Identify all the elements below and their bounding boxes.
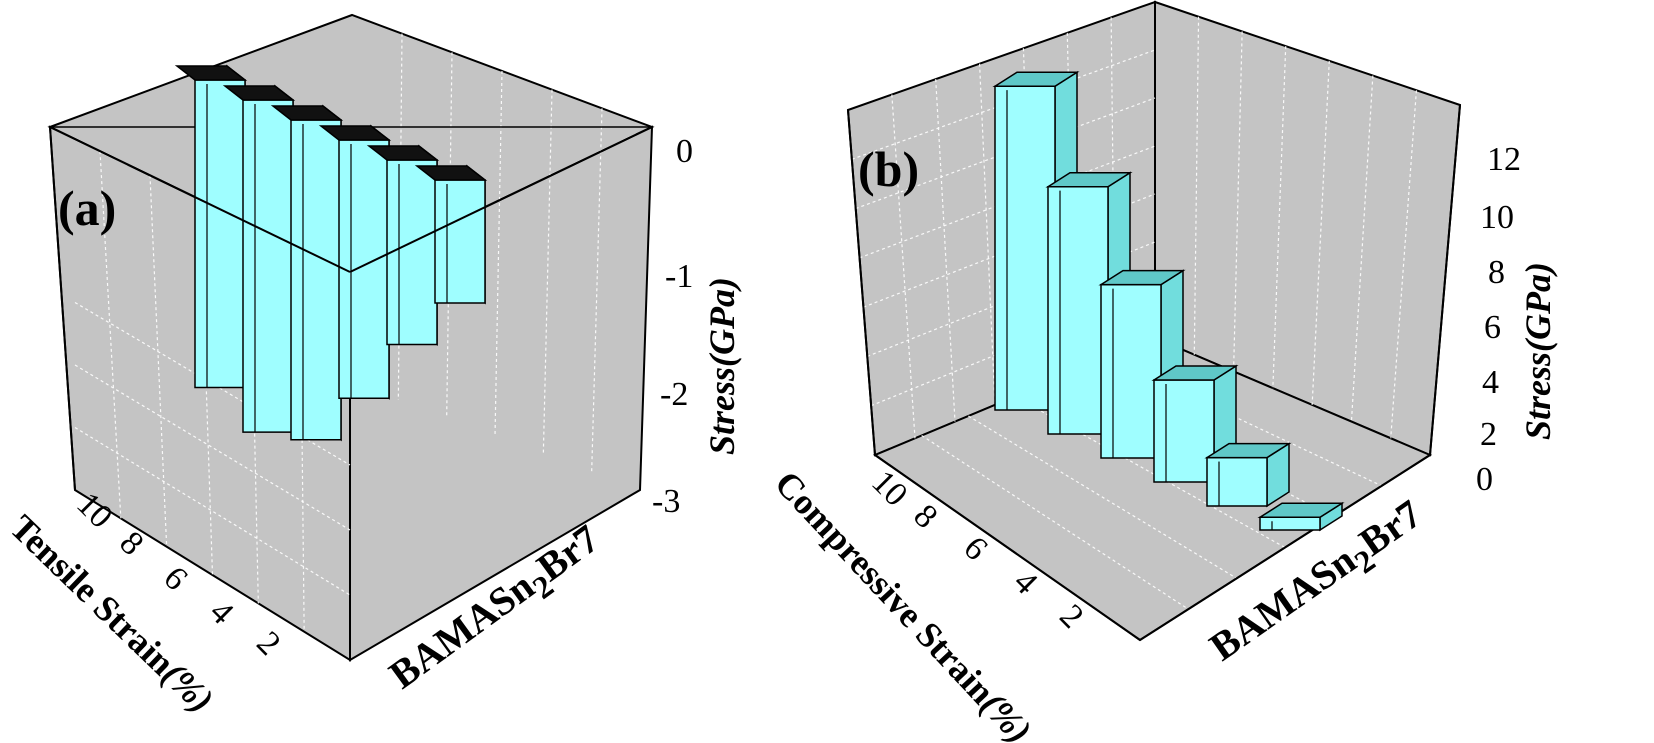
chart-a-grid-line	[397, 33, 403, 401]
chart-b-left-edge	[847, 109, 876, 456]
chart-b-grid-line	[921, 434, 1189, 610]
chart-b-bar-top	[1045, 171, 1133, 188]
chart-a-grid-line	[494, 70, 503, 437]
chart-a-bar-top	[318, 125, 392, 141]
chart-b-grid-line	[855, 97, 1156, 210]
chart-a-zero-plane-right	[349, 126, 653, 273]
chart-a-bar	[270, 104, 344, 442]
chart-b-bar-top	[1204, 442, 1292, 459]
chart-a-x-tick: 4	[202, 593, 240, 631]
chart-a-grid-line	[99, 151, 122, 519]
chart-b-grid-line	[1390, 90, 1418, 439]
chart-b-z-tick: 8	[1488, 254, 1505, 291]
chart-b-z-tick: 6	[1484, 309, 1501, 346]
chart-a-bar-front	[290, 119, 342, 441]
chart-a-x-tick: 6	[156, 559, 194, 597]
chart-b-bar	[1204, 442, 1292, 508]
chart-a-grid-line	[591, 108, 603, 473]
chart-b: (b) 12 10 8 6 4 2 0 Stress(GPa) 10 8 6 4…	[767, 0, 1558, 743]
chart-b-z-axis-label: Stress(GPa)	[1518, 262, 1558, 440]
chart-b-bar-front	[994, 85, 1056, 411]
chart-a-z-tick: 0	[676, 133, 693, 170]
chart-b-bar-front	[1259, 516, 1321, 531]
chart-b-z-tick: 12	[1487, 141, 1521, 178]
chart-a-z-tick: -1	[665, 258, 693, 295]
chart-b-bar-top	[992, 71, 1080, 87]
chart-b-z-tick: 0	[1476, 461, 1493, 498]
chart-a: (a) 0 -1 -2 -3 Stress(GPa) 10 8 6 4 2 Te…	[2, 13, 742, 720]
chart-a-z-axis-label: Stress(GPa)	[702, 277, 742, 455]
chart-a-bar-top	[222, 85, 296, 101]
chart-a-zero-plane-front	[49, 126, 351, 273]
chart-b-bar-front	[1206, 456, 1268, 507]
chart-a-x-tick: 2	[249, 624, 287, 662]
chart-a-z-tick: -2	[660, 376, 688, 413]
chart-b-grid-line	[1350, 75, 1374, 422]
chart-a-bar-top	[366, 145, 440, 161]
chart-a-bar-front	[194, 79, 246, 389]
chart-b-bar-front	[1100, 283, 1162, 459]
chart-b-grid-line	[1232, 31, 1243, 372]
chart-a-bar-front	[386, 159, 438, 346]
chart-a-z-tick: -3	[652, 483, 680, 520]
chart-a-grid-line	[299, 247, 305, 632]
chart-b-x-tick: 2	[1052, 597, 1090, 635]
chart-b-floor-front-right	[1139, 454, 1431, 641]
chart-b-z-tick: 4	[1482, 364, 1499, 401]
chart-a-bar-front	[338, 139, 390, 400]
chart-b-x-tick: 4	[1006, 563, 1044, 601]
chart-a-bars	[174, 64, 488, 442]
chart-a-panel-label: (a)	[58, 180, 116, 236]
chart-a-z-ticks: 0 -1 -2 -3	[652, 133, 693, 520]
chart-a-bar	[174, 64, 248, 390]
chart-b-grid-line	[968, 415, 1237, 579]
chart-b-right-edge	[1429, 104, 1461, 456]
chart-a-x-tick: 8	[112, 524, 150, 562]
chart-b-bar-front	[1047, 185, 1109, 435]
chart-b-bars	[992, 70, 1345, 532]
chart-b-grid-line	[1193, 16, 1200, 355]
chart-b-bar-top	[1257, 502, 1345, 519]
chart-b-bar-top	[1151, 365, 1239, 381]
chart-a-bar	[318, 124, 392, 400]
chart-a-bar-top	[174, 65, 248, 81]
chart-a-grid-line	[542, 89, 553, 455]
chart-b-z-tick: 10	[1480, 199, 1514, 236]
chart-b-bar-front	[1153, 379, 1215, 483]
chart-b-grid-line	[978, 63, 996, 405]
chart-a-bar-top	[270, 105, 344, 121]
chart-a-bar	[414, 164, 488, 305]
chart-a-bar-front	[242, 99, 294, 433]
chart-b-panel-label: (b)	[858, 141, 919, 197]
chart-a-grid-line	[149, 175, 168, 547]
chart-b-floor-front-left	[874, 454, 1141, 641]
chart-b-z-ticks: 12 10 8 6 4 2 0	[1476, 141, 1521, 498]
chart-a-bar-front	[434, 179, 486, 304]
chart-a-left-edge	[49, 126, 76, 491]
chart-a-bar	[222, 84, 296, 434]
chart-b-z-tick: 2	[1480, 416, 1497, 453]
chart-a-bar-top	[414, 165, 488, 181]
chart-b-bar	[1257, 501, 1345, 532]
chart-a-bar	[366, 144, 440, 347]
chart-b-x-tick: 6	[956, 529, 994, 567]
chart-b-x-tick: 8	[906, 497, 944, 535]
chart-b-bar-top	[1098, 269, 1186, 286]
